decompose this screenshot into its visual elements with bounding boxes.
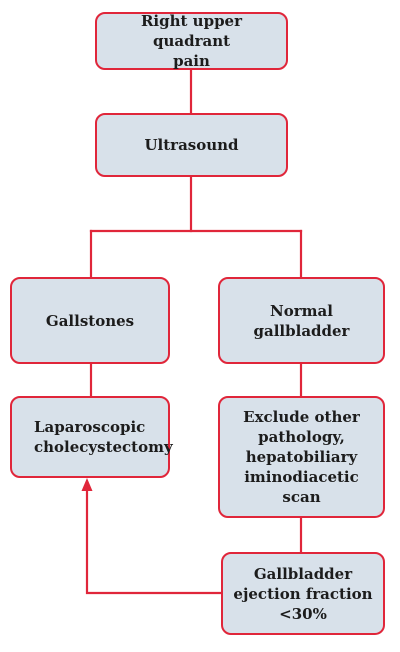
arrowhead-to-lapchole — [81, 478, 93, 491]
node-label: Right upper quadrant pain — [140, 12, 243, 70]
node-label: Gallstones — [45, 311, 135, 330]
node-normal-gallbladder: Normal gallbladder — [218, 277, 385, 364]
node-gallstones: Gallstones — [10, 277, 170, 364]
node-label: Laparoscopic cholecystectomy — [34, 418, 173, 456]
node-label: Exclude other pathology, hepatobiliary i… — [243, 408, 360, 506]
node-label: Gallbladder ejection fraction <30% — [233, 564, 373, 623]
node-exclude-other-pathology: Exclude other pathology, hepatobiliary i… — [218, 396, 385, 518]
node-laparoscopic-cholecystectomy: Laparoscopic cholecystectomy — [10, 396, 173, 478]
node-label: Normal gallbladder — [253, 301, 350, 340]
node-label: Ultrasound — [144, 136, 239, 154]
node-ultrasound: Ultrasound — [95, 113, 288, 177]
connector-ejection-to-lapchole — [85, 488, 223, 595]
node-gallbladder-ejection-fraction: Gallbladder ejection fraction <30% — [221, 552, 385, 635]
node-right-upper-quadrant-pain: Right upper quadrant pain — [95, 12, 288, 70]
